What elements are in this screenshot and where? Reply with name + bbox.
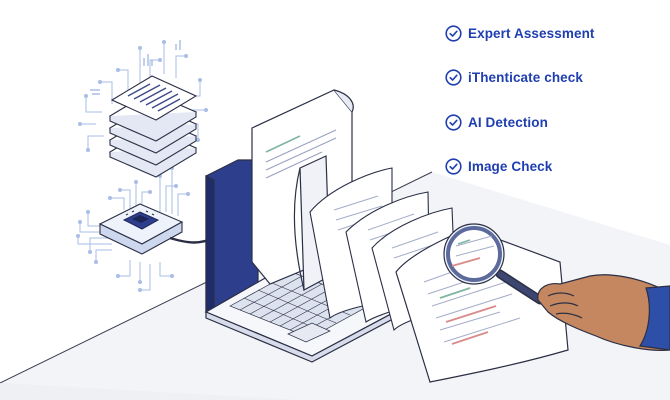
check-circle-icon	[445, 24, 462, 42]
chip-device	[98, 203, 184, 255]
checklist-label: Image Check	[468, 159, 553, 174]
checklist-item: iThenticate check	[445, 67, 595, 89]
checklist-item: Expert Assessment	[445, 22, 595, 44]
feature-checklist: Expert Assessment iThenticate check AI D…	[445, 22, 595, 200]
circuit-traces	[77, 42, 206, 291]
check-circle-icon	[445, 69, 462, 86]
checklist-label: AI Detection	[468, 114, 548, 130]
check-circle-icon	[445, 158, 462, 175]
floating-document-stack	[108, 75, 198, 178]
checklist-label: iThenticate check	[468, 70, 583, 85]
checklist-item: AI Detection	[445, 111, 595, 133]
check-circle-icon	[445, 113, 462, 131]
magnifying-glass-icon	[443, 223, 545, 305]
checklist-item: Image Check	[445, 156, 595, 178]
inspected-document	[395, 227, 569, 383]
checklist-label: Expert Assessment	[468, 25, 595, 41]
hand-holding-magnifier	[537, 274, 670, 351]
